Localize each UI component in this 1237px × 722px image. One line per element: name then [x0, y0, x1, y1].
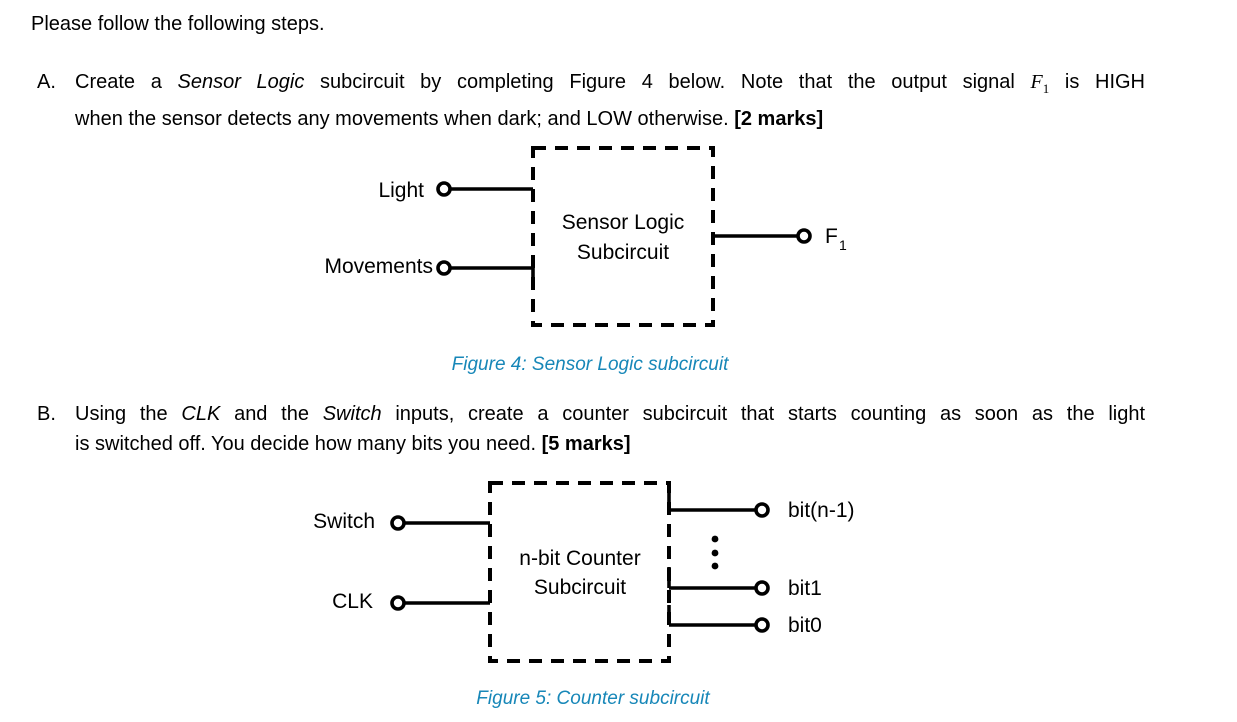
- terminal-icon: [436, 260, 452, 276]
- text-run: and the: [220, 403, 323, 425]
- terminal-icon: [390, 515, 406, 531]
- math-subscript: 1: [1042, 81, 1050, 96]
- fig5-box-label-line1: n-bit Counter: [519, 547, 640, 570]
- item-a-marker: A.: [37, 71, 56, 93]
- item-b-content: Using the CLK and the Switch inputs, cre…: [75, 399, 1145, 459]
- fig5-output-label-bitn1: bit(n-1): [788, 499, 855, 522]
- figure4-caption: Figure 4: Sensor Logic subcircuit: [451, 354, 729, 375]
- text-run: Create a: [75, 71, 178, 93]
- fig4-subcircuit-box: [531, 146, 715, 327]
- terminal-icon: [754, 502, 770, 518]
- fig5-input-label-clk: CLK: [332, 590, 373, 613]
- item-a-content: Create a Sensor Logic subcircuit by comp…: [75, 67, 1145, 134]
- item-b: B. Using the CLK and the Switch inputs, …: [37, 399, 1150, 459]
- figure5-caption: Figure 5: Counter subcircuit: [476, 688, 710, 709]
- fig4-input-label-movements: Movements: [324, 255, 433, 278]
- fig4-output-label: F: [825, 225, 838, 248]
- fig4-box-label-line1: Sensor Logic: [562, 211, 685, 234]
- vertical-ellipsis-icon: [711, 562, 719, 570]
- item-b-marker: B.: [37, 403, 56, 425]
- item-a-line1: Create a Sensor Logic subcircuit by comp…: [75, 67, 1145, 104]
- fig5-input-label-switch: Switch: [313, 510, 375, 533]
- item-b-line2: is switched off. You decide how many bit…: [75, 429, 1145, 459]
- text-run: when the sensor detects any movements wh…: [75, 108, 735, 130]
- intro-text: Please follow the following steps.: [31, 13, 325, 35]
- item-a-line2: when the sensor detects any movements wh…: [75, 104, 1145, 134]
- figure4-diagram: Light Movements Sensor Logic Subcircuit …: [324, 146, 847, 327]
- marks-badge: [2 marks]: [734, 108, 824, 130]
- fig4-input-label-light: Light: [378, 179, 424, 202]
- text-run-italic: Sensor Logic: [177, 71, 305, 93]
- item-a: A. Create a Sensor Logic subcircuit by c…: [37, 67, 1150, 134]
- terminal-icon: [436, 181, 452, 197]
- fig4-output-label-subscript: 1: [839, 237, 847, 253]
- text-run: inputs, create a counter subcircuit that…: [381, 403, 1146, 425]
- fig5-subcircuit-box: [488, 481, 671, 663]
- terminal-icon: [796, 228, 812, 244]
- fig5-output-label-bit0: bit0: [788, 614, 822, 637]
- terminal-icon: [754, 617, 770, 633]
- fig5-output-label-bit1: bit1: [788, 577, 822, 600]
- fig4-box-label-line2: Subcircuit: [577, 241, 669, 264]
- text-run: subcircuit by completing Figure 4 below.…: [304, 71, 1031, 93]
- marks-badge: [5 marks]: [541, 433, 631, 455]
- terminal-icon: [390, 595, 406, 611]
- figure5-diagram: Switch CLK n-bit Counter Subcircuit bit(…: [313, 481, 855, 663]
- math-variable: F: [1030, 71, 1043, 93]
- text-run: is HIGH: [1049, 71, 1145, 93]
- text-run: is switched off. You decide how many bit…: [75, 433, 542, 455]
- vertical-ellipsis-icon: [711, 549, 719, 557]
- text-run: Using the: [75, 403, 182, 425]
- item-b-line1: Using the CLK and the Switch inputs, cre…: [75, 399, 1145, 429]
- vertical-ellipsis-icon: [711, 535, 719, 543]
- text-run-italic: Switch: [322, 403, 382, 425]
- fig5-box-label-line2: Subcircuit: [534, 576, 626, 599]
- text-run-italic: CLK: [181, 403, 221, 425]
- terminal-icon: [754, 580, 770, 596]
